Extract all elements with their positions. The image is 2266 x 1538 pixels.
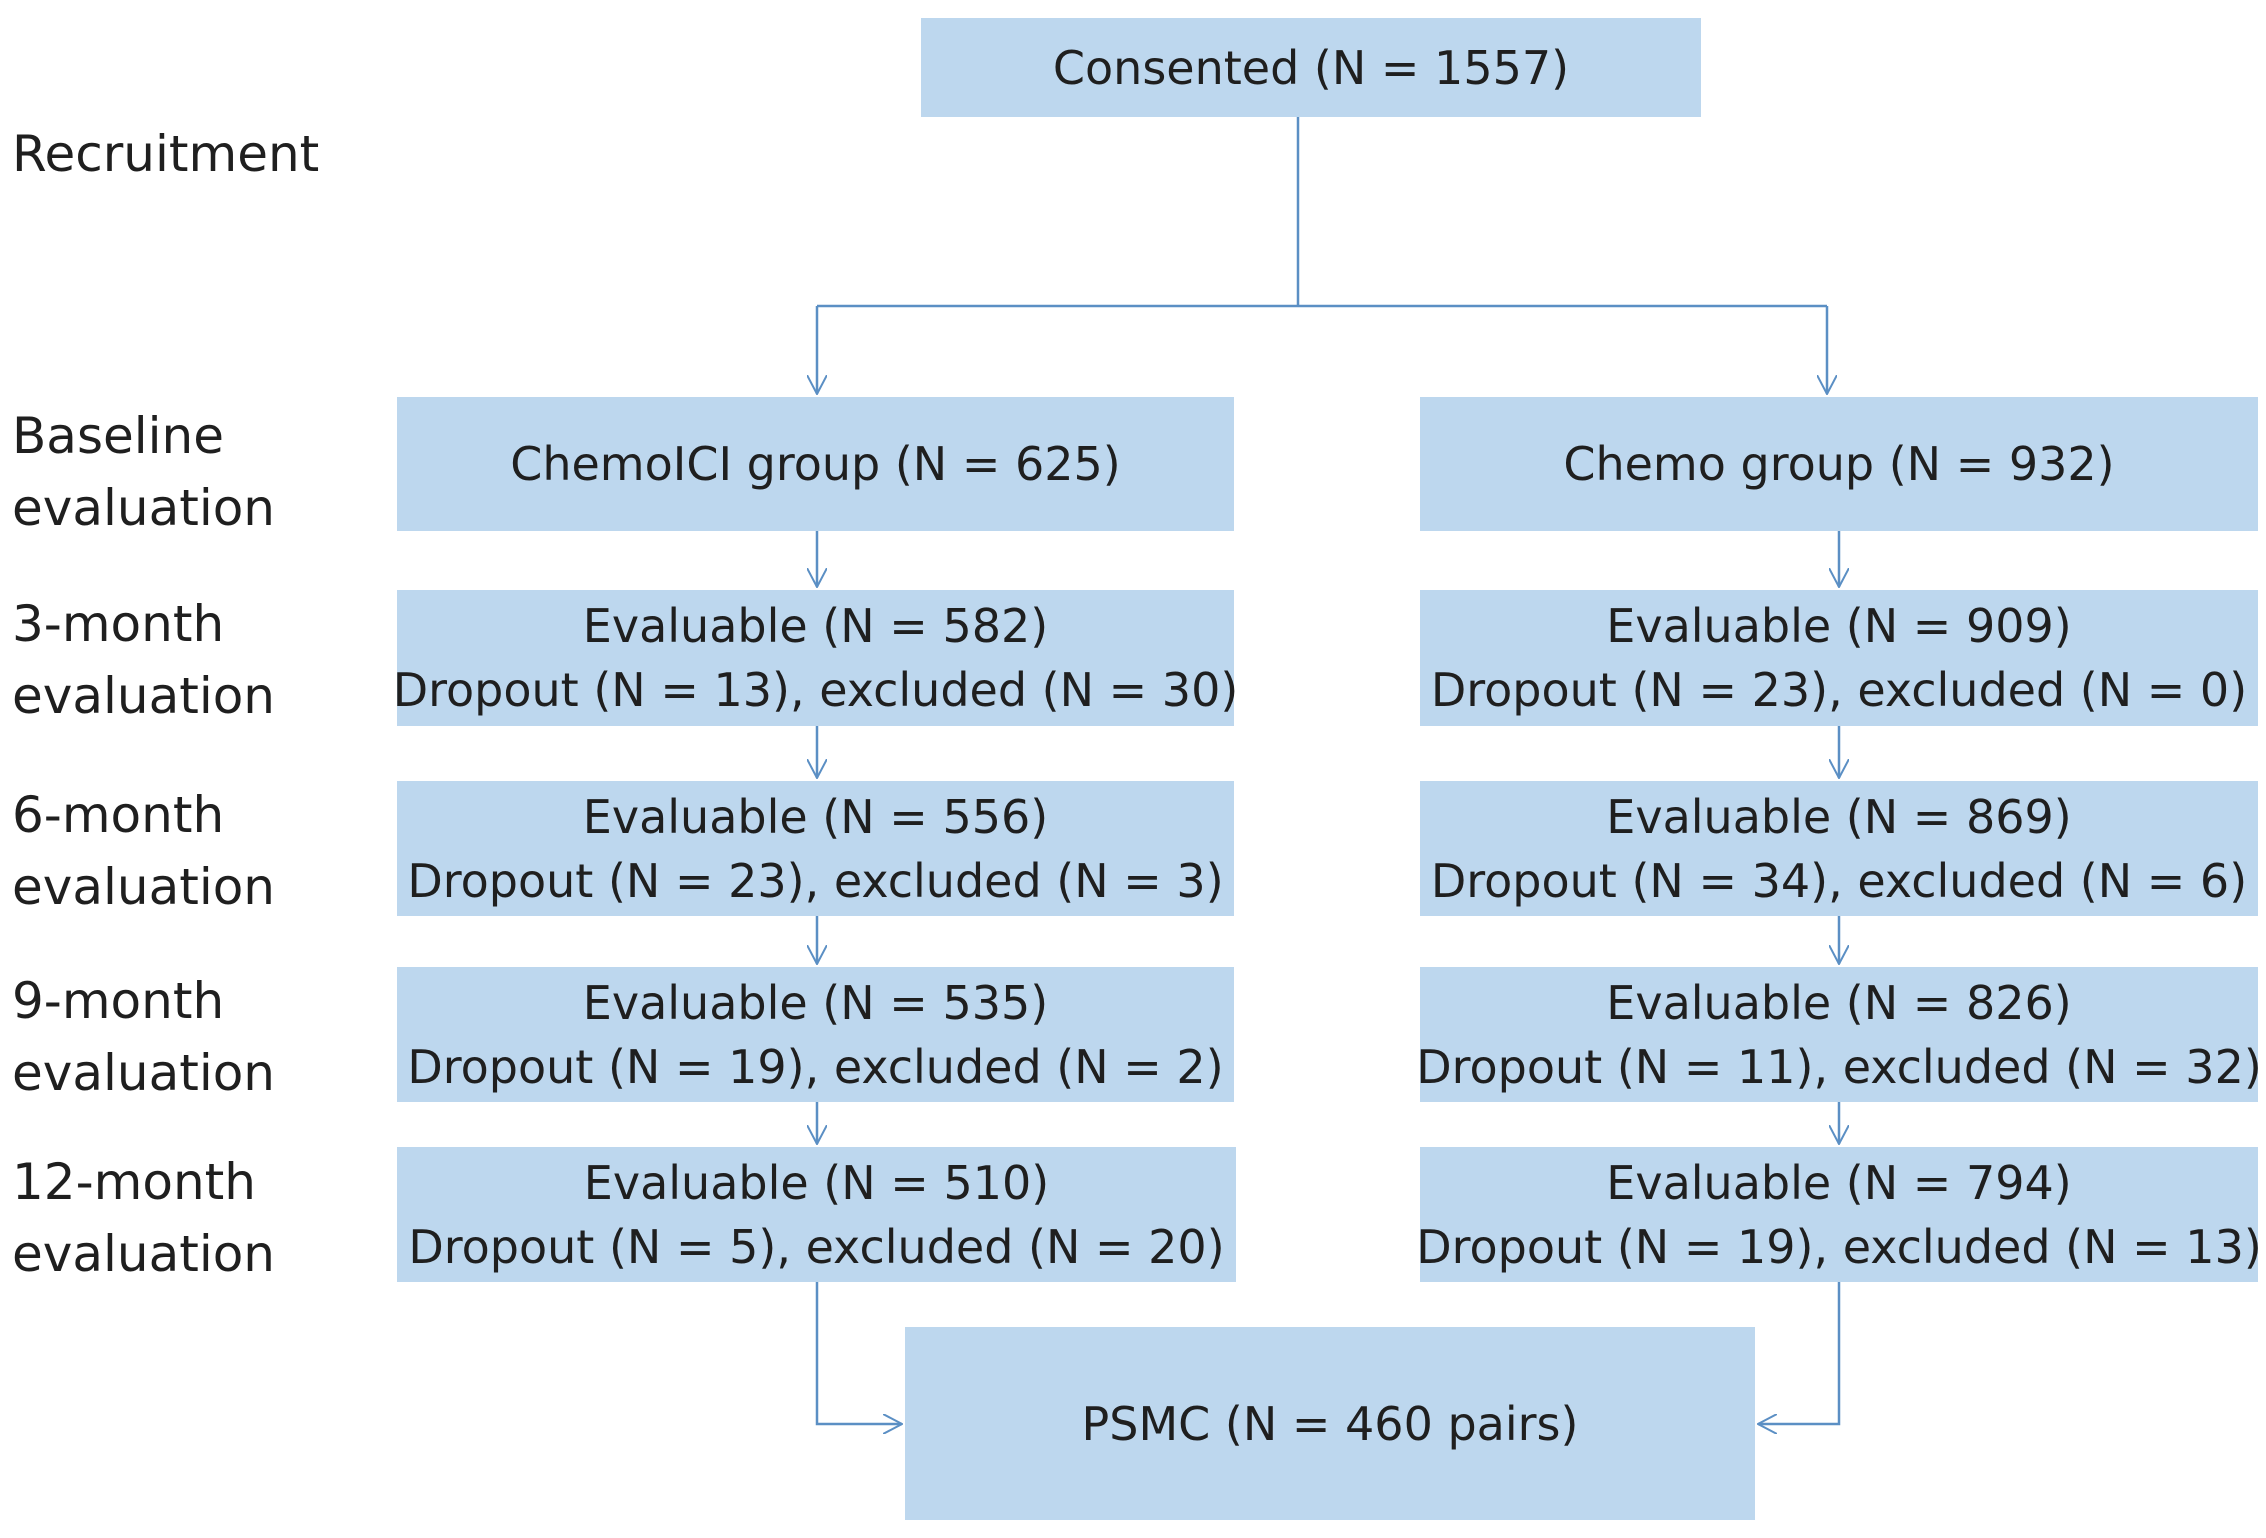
chemoici-9-month-box: Evaluable (N = 535) Dropout (N = 19), ex… [397,967,1234,1102]
stage-label-12-month: 12-month evaluation [12,1146,275,1290]
evaluable-count: Evaluable (N = 510) [583,1155,1050,1210]
evaluable-count: Evaluable (N = 909) [1606,599,2072,653]
psmc-box: PSMC (N = 460 pairs) [905,1327,1755,1520]
arrow-chemoici-to-psmc [815,1282,902,1424]
chemo-3-month-box: Evaluable (N = 909) Dropout (N = 23), ex… [1420,590,2258,726]
dropout-excluded-count: Dropout (N = 19), excluded (N = 13) [1416,1219,2262,1274]
stage-label-line: evaluation [12,667,275,725]
psmc-label: PSMC (N = 460 pairs) [1081,1396,1579,1451]
evaluable-count: Evaluable (N = 794) [1606,1155,2072,1210]
stage-label-line: 6-month [12,786,225,844]
chemoici-6-month-box: Evaluable (N = 556) Dropout (N = 23), ex… [397,781,1234,916]
stage-label-line: evaluation [12,479,275,537]
stage-label-line: evaluation [12,1225,275,1283]
consented-label: Consented (N = 1557) [1052,40,1570,95]
stage-label-line: Recruitment [12,125,320,183]
dropout-excluded-count: Dropout (N = 19), excluded (N = 2) [407,1039,1224,1094]
evaluable-count: Evaluable (N = 535) [582,975,1049,1030]
dropout-excluded-count: Dropout (N = 11), excluded (N = 32) [1416,1039,2262,1094]
chemoici-group-label: ChemoICI group (N = 625) [510,437,1121,491]
dropout-excluded-count: Dropout (N = 23), excluded (N = 0) [1430,663,2248,717]
stage-label-9-month: 9-month evaluation [12,965,275,1109]
stage-label-baseline: Baseline evaluation [12,400,275,544]
consented-box: Consented (N = 1557) [921,18,1701,117]
arrow-chemo-to-psmc [1758,1282,1841,1424]
evaluable-count: Evaluable (N = 826) [1606,975,2072,1030]
chemoici-3-month-box: Evaluable (N = 582) Dropout (N = 13), ex… [393,590,1238,726]
stage-label-line: evaluation [12,858,275,916]
dropout-excluded-count: Dropout (N = 23), excluded (N = 3) [407,853,1224,908]
chemo-group-label: Chemo group (N = 932) [1563,437,2115,491]
stage-label-line: evaluation [12,1044,275,1102]
evaluable-count: Evaluable (N = 582) [582,599,1049,653]
dropout-excluded-count: Dropout (N = 34), excluded (N = 6) [1430,853,2248,908]
chemo-12-month-box: Evaluable (N = 794) Dropout (N = 19), ex… [1416,1147,2262,1282]
stage-label-line: 12-month [12,1153,256,1211]
stage-label-6-month: 6-month evaluation [12,779,275,923]
evaluable-count: Evaluable (N = 556) [582,789,1049,844]
stage-label-3-month: 3-month evaluation [12,588,275,732]
chemo-group-box: Chemo group (N = 932) [1420,397,2258,531]
evaluable-count: Evaluable (N = 869) [1606,789,2072,844]
stage-label-line: 9-month [12,972,225,1030]
dropout-excluded-count: Dropout (N = 5), excluded (N = 20) [408,1219,1225,1274]
chemo-9-month-box: Evaluable (N = 826) Dropout (N = 11), ex… [1416,967,2262,1102]
stage-label-recruitment: Recruitment [12,118,319,190]
chemo-6-month-box: Evaluable (N = 869) Dropout (N = 34), ex… [1420,781,2258,916]
stage-label-line: Baseline [12,407,224,465]
chemoici-12-month-box: Evaluable (N = 510) Dropout (N = 5), exc… [397,1147,1236,1282]
stage-label-line: 3-month [12,595,225,653]
dropout-excluded-count: Dropout (N = 13), excluded (N = 30) [392,663,1239,717]
chemoici-group-box: ChemoICI group (N = 625) [397,397,1234,531]
